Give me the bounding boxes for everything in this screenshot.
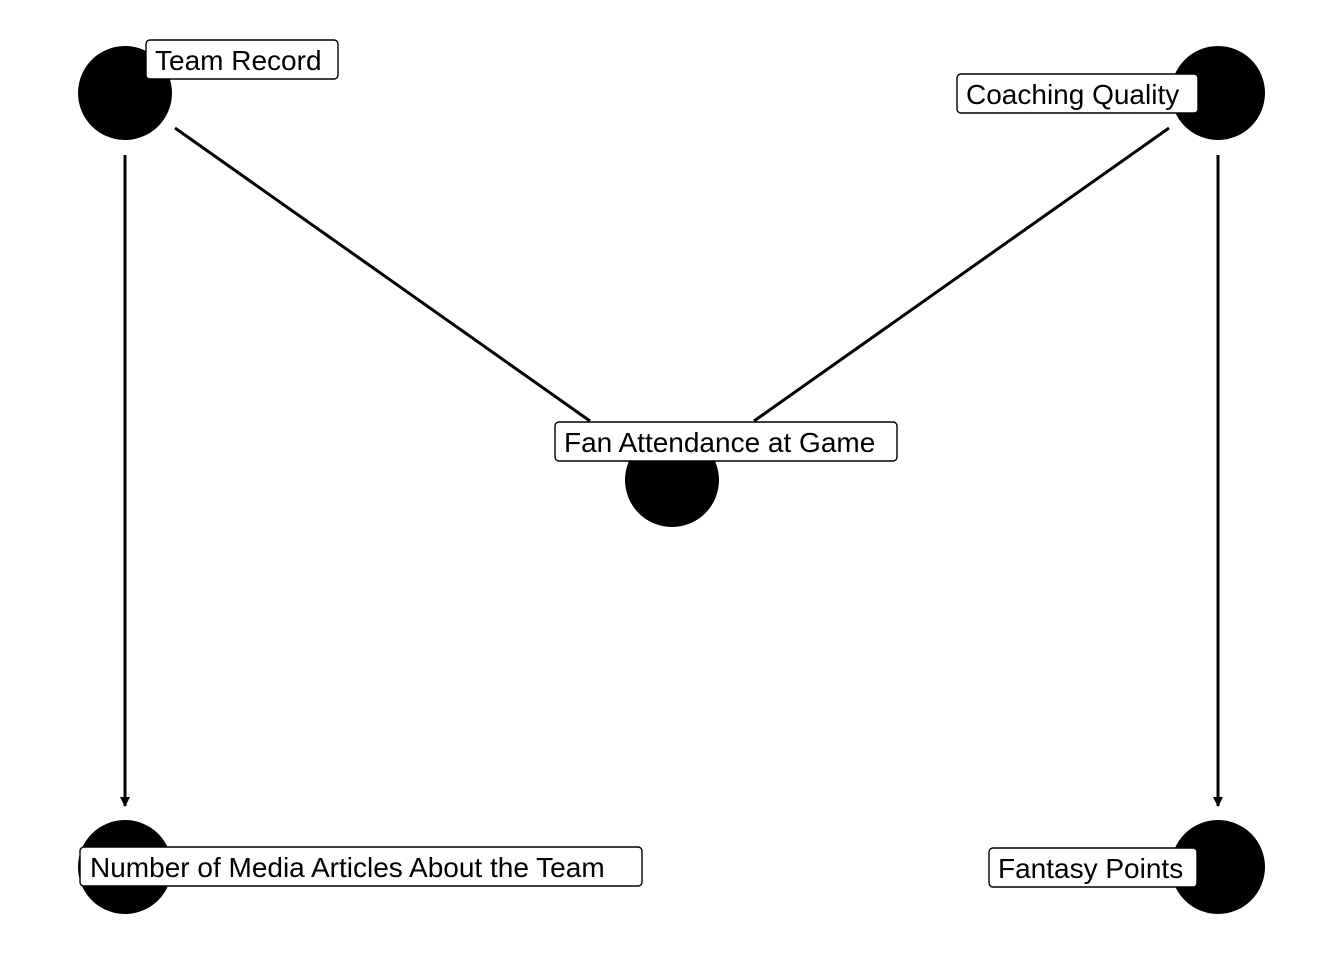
labels: Team Record Coaching Quality Fan Attenda… xyxy=(79,39,1199,888)
label-fan-attendance: Fan Attendance at Game xyxy=(554,421,898,462)
label-coaching-quality-text: Coaching Quality xyxy=(966,79,1179,110)
label-coaching-quality: Coaching Quality xyxy=(956,73,1199,114)
label-fantasy-points-text: Fantasy Points xyxy=(998,853,1183,884)
edges xyxy=(120,126,1223,807)
node-coaching-quality xyxy=(1171,46,1265,140)
label-media-articles-text: Number of Media Articles About the Team xyxy=(90,852,605,883)
edge-team-record-fan-attendance xyxy=(174,126,591,423)
edge-coaching-quality-fan-attendance xyxy=(753,126,1170,423)
label-fantasy-points: Fantasy Points xyxy=(988,847,1198,888)
label-team-record: Team Record xyxy=(145,39,339,80)
nodes xyxy=(78,46,1265,914)
node-fantasy-points xyxy=(1171,820,1265,914)
label-media-articles: Number of Media Articles About the Team xyxy=(79,846,643,887)
label-team-record-text: Team Record xyxy=(155,45,322,76)
label-fan-attendance-text: Fan Attendance at Game xyxy=(564,427,875,458)
